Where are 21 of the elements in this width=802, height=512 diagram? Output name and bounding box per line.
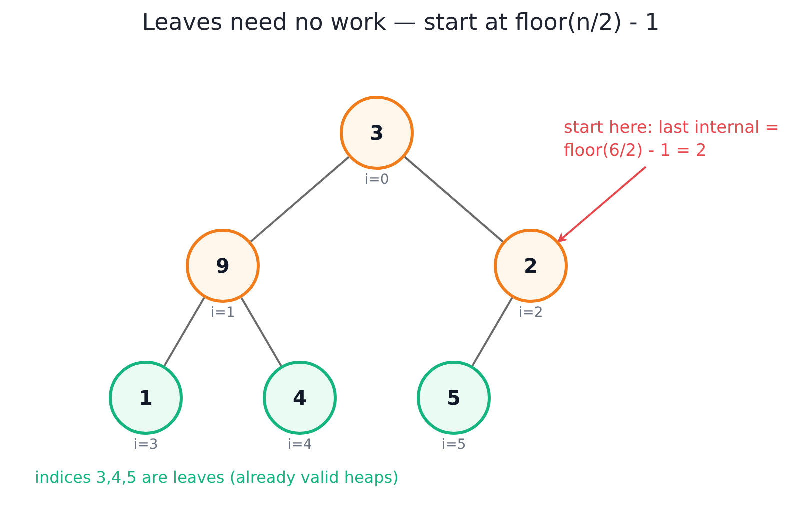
tree-edge [250, 156, 350, 243]
index-label: i=3 [134, 437, 158, 453]
tree-edge [404, 156, 504, 243]
internal-node-circle: 9 [186, 229, 260, 303]
arrow [557, 166, 647, 243]
internal-node-circle: 2 [494, 229, 568, 303]
annotation-text: start here: last internal = floor(6/2) - 1 = 2 [564, 117, 800, 163]
internal-node-circle: 3 [340, 96, 414, 170]
leaf-node-circle: 1 [109, 361, 183, 435]
index-label: i=4 [288, 437, 312, 453]
index-label: i=1 [210, 305, 236, 321]
note-text: indices 3,4,5 are leaves (already valid heaps) [35, 468, 399, 487]
diagram-title: Leaves need no work — start at floor(n/2) - 1 [141, 10, 661, 36]
index-label: i=0 [364, 172, 390, 188]
leaf-node-circle: 5 [417, 361, 491, 435]
tree-edge [472, 297, 514, 367]
index-label: i=5 [442, 437, 466, 453]
index-label: i=2 [518, 305, 544, 321]
leaf-node-circle: 4 [263, 361, 337, 435]
tree-edge [240, 297, 282, 367]
tree-edge [164, 297, 206, 367]
